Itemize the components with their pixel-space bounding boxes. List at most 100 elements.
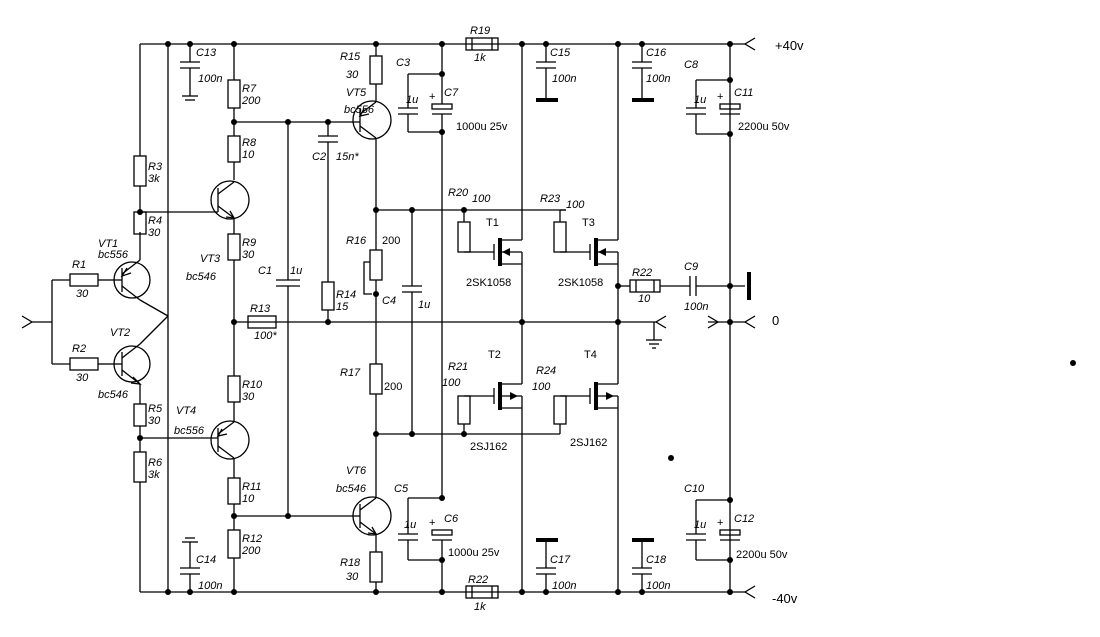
svg-text:R7: R7: [242, 83, 257, 95]
resistor-r4: R4 30: [133, 211, 162, 239]
resistor-r20: R20 100: [448, 187, 494, 253]
svg-text:1000u 25v: 1000u 25v: [448, 547, 500, 559]
svg-text:R13: R13: [250, 303, 271, 315]
svg-text:VT2: VT2: [110, 327, 130, 339]
svg-text:C4: C4: [382, 295, 396, 307]
svg-text:100n: 100n: [646, 73, 670, 85]
svg-text:100n: 100n: [198, 73, 222, 85]
stray-dot: [668, 455, 674, 461]
transistor-vt1: VT1 bc556: [98, 232, 151, 301]
svg-text:R22: R22: [468, 574, 488, 586]
svg-text:VT1: VT1: [98, 238, 118, 250]
svg-text:R8: R8: [242, 137, 257, 149]
svg-text:VT4: VT4: [176, 405, 196, 417]
resistor-r7: R7 200: [227, 79, 261, 109]
resistor-r3: R3 3k: [133, 44, 163, 212]
resistor-r17: R17 200: [340, 363, 402, 498]
svg-text:bc556: bc556: [98, 249, 129, 261]
svg-text:C6: C6: [444, 513, 459, 525]
resistor-r12: R12 200: [227, 529, 262, 559]
svg-text:T1: T1: [486, 217, 499, 229]
svg-text:2SJ162: 2SJ162: [470, 441, 507, 453]
svg-text:R10: R10: [242, 379, 263, 391]
svg-text:R3: R3: [148, 161, 163, 173]
capacitor-c17: C17 100n: [536, 538, 576, 595]
capacitor-c4: C4 1u: [382, 207, 430, 437]
svg-text:R14: R14: [336, 289, 356, 301]
svg-text:+: +: [717, 91, 723, 103]
svg-text:R4: R4: [148, 215, 162, 227]
svg-text:30: 30: [76, 372, 89, 384]
resistor-r1: R1 30: [69, 259, 114, 300]
svg-text:R5: R5: [148, 403, 163, 415]
ground-label: 0: [772, 313, 779, 328]
svg-text:1u: 1u: [694, 94, 706, 106]
transistor-vt3: VT3 bc546: [186, 180, 250, 283]
resistor-r9: R9 30: [227, 233, 256, 261]
resistor-r10: R10 30: [227, 375, 263, 403]
resistor-r2: R2 30: [69, 343, 114, 384]
svg-text:2SJ162: 2SJ162: [570, 437, 607, 449]
svg-text:1u: 1u: [290, 265, 302, 277]
capacitor-c16: C16 100n: [632, 41, 670, 102]
svg-text:200: 200: [382, 235, 400, 247]
svg-text:100: 100: [566, 199, 585, 211]
svg-text:R16: R16: [346, 235, 367, 247]
resistor-r22-bottom: R22 1k: [465, 574, 499, 613]
svg-text:+: +: [717, 517, 723, 529]
svg-text:bc556: bc556: [174, 425, 205, 437]
negative-rail: -40v: [140, 585, 798, 606]
svg-text:C7: C7: [444, 87, 459, 99]
capacitor-c3: C3 1u: [396, 57, 442, 133]
svg-text:100*: 100*: [254, 330, 277, 342]
resistor-r19: R19 1k: [465, 25, 499, 64]
capacitor-c1: C1 1u: [258, 119, 302, 519]
svg-text:bc546: bc546: [336, 483, 367, 495]
svg-text:C11: C11: [734, 87, 753, 99]
svg-text:1u: 1u: [694, 519, 706, 531]
svg-text:100n: 100n: [198, 580, 222, 592]
svg-text:1k: 1k: [474, 601, 486, 613]
svg-text:100: 100: [532, 381, 551, 393]
svg-text:R6: R6: [148, 457, 163, 469]
resistor-r5: R5 30: [133, 403, 163, 427]
svg-text:200: 200: [241, 545, 261, 557]
svg-text:C17: C17: [550, 554, 571, 566]
svg-text:+: +: [429, 91, 435, 103]
svg-text:R9: R9: [242, 237, 256, 249]
capacitor-c8: C8 1u: [684, 59, 733, 137]
negative-rail-label: -40v: [772, 591, 798, 606]
svg-text:100n: 100n: [684, 301, 708, 313]
svg-text:1k: 1k: [474, 52, 486, 64]
svg-text:30: 30: [346, 69, 359, 81]
svg-text:C5: C5: [394, 483, 409, 495]
svg-text:R18: R18: [340, 557, 361, 569]
resistor-r16: R16 200: [346, 235, 400, 364]
resistor-r14: R14 15: [321, 281, 356, 322]
svg-text:2200u 50v: 2200u 50v: [736, 549, 788, 561]
capacitor-c11: + C11 2200u 50v: [717, 87, 790, 133]
resistor-r13: R13 100*: [247, 303, 277, 342]
svg-text:1u: 1u: [418, 299, 430, 311]
resistor-r24: R24 100: [532, 365, 590, 434]
svg-text:C10: C10: [684, 483, 705, 495]
svg-text:1000u 25v: 1000u 25v: [456, 121, 508, 133]
svg-text:+: +: [429, 517, 435, 529]
capacitor-c15: C15 100n: [536, 41, 576, 102]
svg-text:3k: 3k: [148, 173, 160, 185]
svg-text:R17: R17: [340, 367, 361, 379]
capacitor-c14: C14 100n: [180, 537, 222, 592]
svg-text:C15: C15: [550, 47, 571, 59]
svg-text:15n*: 15n*: [336, 151, 359, 163]
resistor-r21: R21 100: [442, 361, 494, 437]
capacitor-c10: C10 1u: [684, 483, 733, 563]
svg-text:R23: R23: [540, 193, 561, 205]
resistor-r8: R8 10: [227, 135, 257, 163]
svg-text:10: 10: [242, 493, 255, 505]
svg-text:VT3: VT3: [200, 253, 221, 265]
svg-text:30: 30: [242, 249, 255, 261]
svg-text:30: 30: [242, 391, 255, 403]
svg-text:200: 200: [384, 381, 402, 393]
svg-text:R12: R12: [242, 533, 262, 545]
svg-text:10: 10: [638, 293, 651, 305]
